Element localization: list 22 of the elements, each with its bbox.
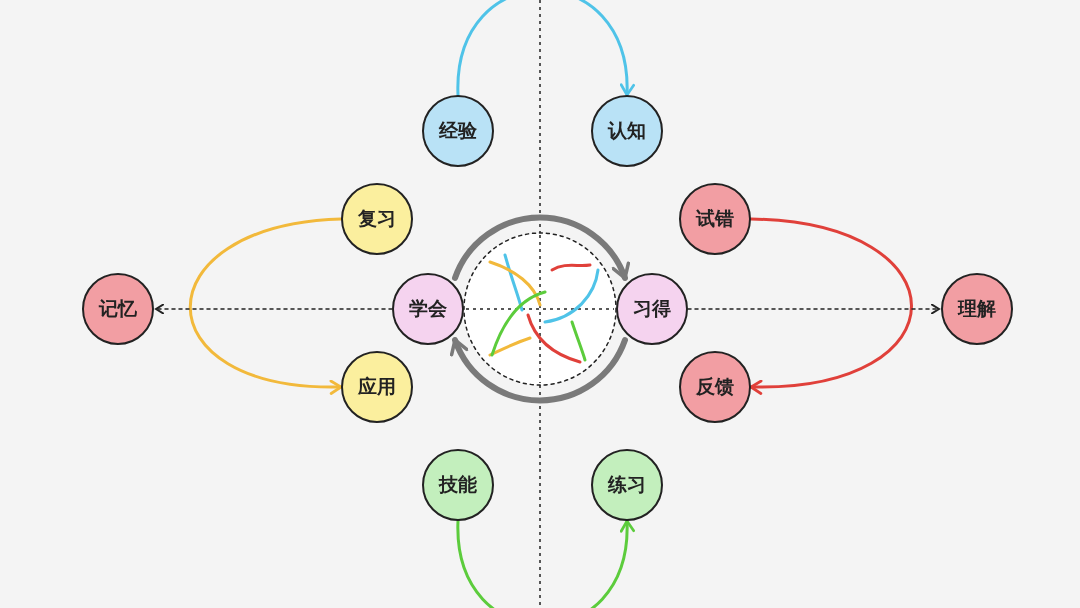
node-label: 技能 — [439, 472, 477, 497]
concept-circle — [392, 273, 464, 345]
node-label: 认知 — [608, 118, 646, 143]
arrow — [452, 214, 630, 281]
concept-circle — [616, 273, 688, 345]
node-label: 应用 — [358, 374, 396, 399]
node-label: 学会 — [409, 296, 447, 321]
arrow — [456, 0, 634, 97]
node-label: 记忆 — [99, 296, 137, 321]
arrow — [749, 217, 913, 395]
node-label: 理解 — [958, 296, 996, 321]
node-label: 复习 — [358, 206, 396, 231]
node-label: 经验 — [439, 118, 477, 143]
node-label: 习得 — [633, 296, 671, 321]
arrow — [155, 303, 393, 315]
arrow — [456, 519, 634, 608]
arrow — [188, 217, 343, 395]
node-label: 反馈 — [696, 374, 734, 399]
arrow — [687, 303, 940, 315]
arrow — [450, 337, 628, 404]
node-label: 试错 — [696, 206, 734, 231]
node-label: 练习 — [608, 472, 646, 497]
